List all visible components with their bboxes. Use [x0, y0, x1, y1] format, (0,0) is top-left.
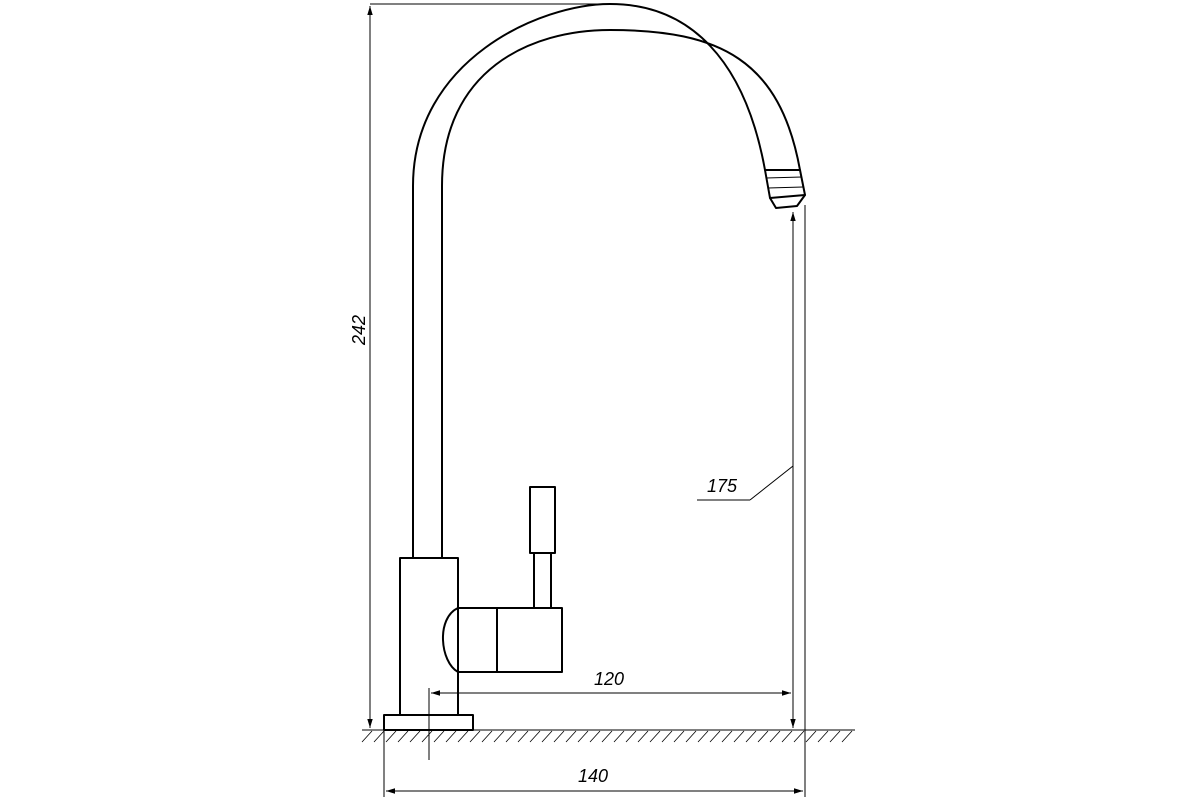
aerator-ring: [767, 186, 804, 189]
hatch-mark: [709, 730, 721, 743]
total-height-label: 242: [349, 315, 369, 346]
hatch-mark: [733, 730, 745, 743]
hatch-mark: [649, 730, 661, 743]
dimension-spout-height: 175: [697, 212, 796, 728]
hatch-mark: [613, 730, 625, 743]
hatch-mark: [361, 730, 373, 743]
leader-line: [749, 465, 794, 501]
hatch-mark: [505, 730, 517, 743]
hatch-mark: [469, 730, 481, 743]
spout: [412, 3, 801, 559]
hatch-mark: [481, 730, 493, 743]
hatch-mark: [829, 730, 841, 743]
base-width-label: 140: [578, 766, 608, 786]
hatch-mark: [817, 730, 829, 743]
hatch-mark: [541, 730, 553, 743]
hatch-mark: [385, 730, 397, 743]
hatch-mark: [565, 730, 577, 743]
dimension-base-width: 140: [383, 205, 806, 797]
hatch-mark: [457, 730, 469, 743]
hatch-mark: [685, 730, 697, 743]
hatch-mark: [661, 730, 673, 743]
hatch-mark: [373, 730, 385, 743]
dimension-spout-reach: 120: [428, 669, 791, 760]
hatch-mark: [421, 730, 433, 743]
hatch-mark: [781, 730, 793, 743]
aerator: [764, 169, 806, 199]
hatch-mark: [601, 730, 613, 743]
hatch-mark: [721, 730, 733, 743]
hatch-mark: [637, 730, 649, 743]
hatch-mark: [553, 730, 565, 743]
hatch-mark: [625, 730, 637, 743]
hatch-mark: [757, 730, 769, 743]
hatch-mark: [841, 730, 853, 743]
hatch-mark: [589, 730, 601, 743]
hatch-mark: [673, 730, 685, 743]
hatch-mark: [433, 730, 445, 743]
hatch-mark: [577, 730, 589, 743]
counter-hatching: [361, 730, 853, 743]
hatch-mark: [793, 730, 805, 743]
hatch-mark: [445, 730, 457, 743]
hatch-mark: [409, 730, 421, 743]
hatch-mark: [745, 730, 757, 743]
lever-handle: [529, 486, 556, 554]
spout-height-label: 175: [707, 476, 738, 496]
dimension-total-height: 242: [349, 3, 605, 731]
handle-housing: [442, 607, 563, 673]
hatch-mark: [493, 730, 505, 743]
hatch-mark: [697, 730, 709, 743]
hatch-mark: [517, 730, 529, 743]
aerator-outlet: [769, 194, 806, 209]
aerator-ring: [765, 176, 803, 179]
hatch-mark: [769, 730, 781, 743]
hatch-mark: [529, 730, 541, 743]
faucet: [383, 3, 806, 731]
counter-surface: [361, 729, 855, 743]
hatch-mark: [805, 730, 817, 743]
spout-reach-label: 120: [594, 669, 624, 689]
hatch-mark: [397, 730, 409, 743]
